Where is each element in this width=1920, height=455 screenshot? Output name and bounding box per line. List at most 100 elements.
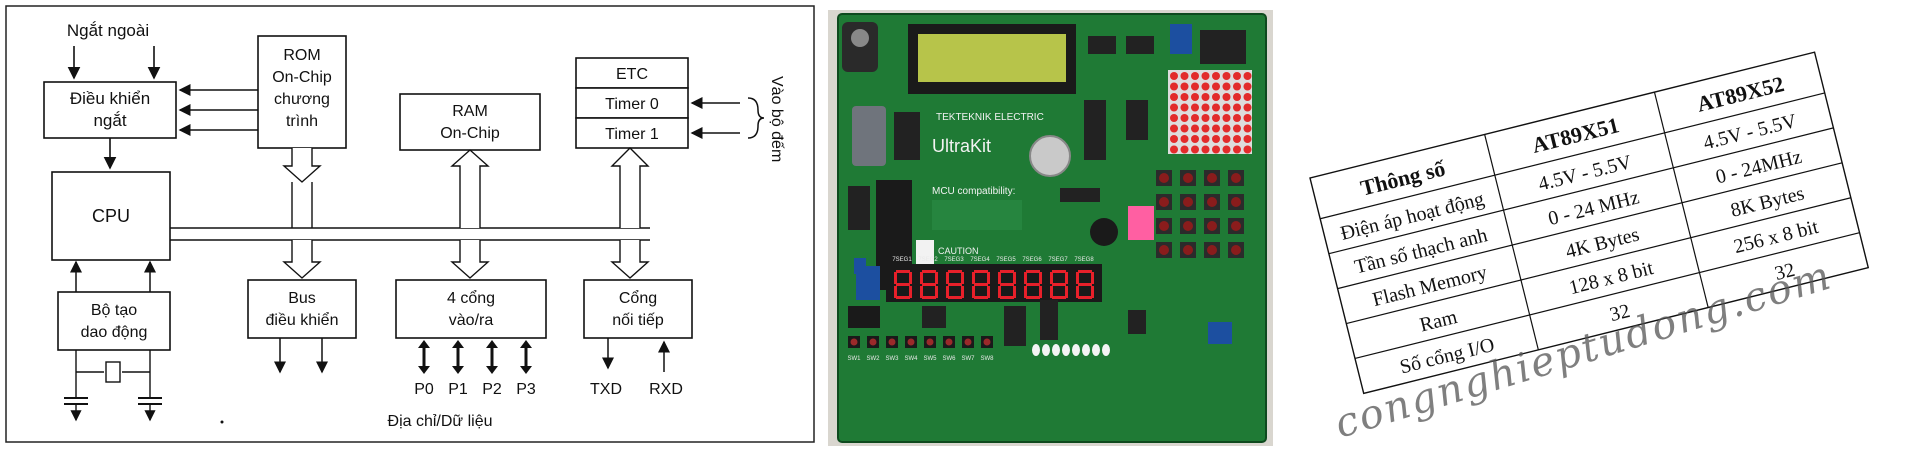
timer0-label: Timer 0 [605,96,659,113]
board-photo: TEKTEKNIK ELECTRIC UltraKit MCU compatib… [828,10,1273,446]
board-svg: TEKTEKNIK ELECTRIC UltraKit MCU compatib… [828,10,1273,446]
etc-label: ETC [616,66,648,83]
matrix-led [1181,146,1189,154]
db9-connector [852,106,886,166]
rom-label-3: chương [274,91,330,108]
matrix-led [1191,135,1199,143]
matrix-led [1233,125,1241,133]
seven-seg-segment [896,283,910,286]
matrix-led [1191,83,1199,91]
interrupt-control-label-1: Điều khiển [70,89,150,108]
matrix-led [1170,135,1178,143]
seven-seg-segment [974,270,988,273]
seven-seg-segment [972,272,975,284]
crystal-symbol [106,362,120,382]
timer1-label: Timer 1 [605,126,659,143]
cpu-label: CPU [92,206,130,226]
matrix-led [1181,93,1189,101]
board-kit-name: UltraKit [932,136,991,156]
seven-seg-segment [1000,270,1014,273]
seven-seg-segment [1050,272,1053,284]
matrix-button-cap [1207,173,1217,183]
seven-seg-segment [948,283,962,286]
seven-seg-segment [1052,296,1066,299]
led [1092,344,1100,356]
seven-seg-segment [920,286,923,298]
matrix-led [1244,125,1252,133]
spec-table-panel: Thông số AT89X51 AT89X52 Điện áp hoạt độ… [1280,0,1920,450]
txd-label: TXD [590,381,622,398]
seven-seg-segment [1026,283,1040,286]
switch-cap [927,339,934,346]
matrix-led [1170,93,1178,101]
matrix-led [1223,114,1231,122]
matrix-button-cap [1231,245,1241,255]
led [1032,344,1040,356]
switch-cap [946,339,953,346]
matrix-led [1233,135,1241,143]
seven-seg-segment [1026,296,1040,299]
seven-seg-segment [961,272,964,284]
matrix-led [1212,146,1220,154]
seven-seg-segment [972,286,975,298]
oscillator-box [58,292,170,350]
matrix-led [1212,114,1220,122]
matrix-led [1181,72,1189,80]
switch-label: SW6 [942,356,956,362]
seven-seg-label: 7SEG1 [892,257,912,263]
switch-label: SW3 [885,356,899,362]
matrix-led [1202,104,1210,112]
matrix-led [1170,146,1178,154]
seven-seg-label: 7SEG8 [1074,257,1094,263]
seven-seg-segment [974,283,988,286]
matrix-button-cap [1207,245,1217,255]
seven-seg-label: 7SEG7 [1048,257,1068,263]
matrix-button-cap [1231,197,1241,207]
matrix-led [1191,93,1199,101]
potentiometer [1208,322,1232,344]
seven-seg-segment [1052,270,1066,273]
seven-seg-segment [974,296,988,299]
matrix-button-cap [1207,197,1217,207]
matrix-led [1170,83,1178,91]
switch-label: SW5 [923,356,937,362]
matrix-led [1170,72,1178,80]
seven-seg-label: 7SEG3 [944,257,964,263]
switch-cap [965,339,972,346]
matrix-led [1202,72,1210,80]
io-port-arrows [418,340,532,374]
matrix-led [1191,114,1199,122]
led [1042,344,1050,356]
seven-seg-bank [886,264,1102,302]
matrix-led [1202,83,1210,91]
matrix-led [1233,146,1241,154]
seven-seg-segment [909,272,912,284]
ram-label-2: On-Chip [440,125,500,142]
seven-seg-segment [1024,286,1027,298]
matrix-led [1244,83,1252,91]
ram-label-1: RAM [452,103,488,120]
matrix-led [1223,72,1231,80]
seven-seg-label: 7SEG6 [1022,257,1042,263]
bus-control-label-2: điều khiển [266,311,339,329]
board-caution: CAUTION [938,246,979,256]
seven-seg-segment [1078,296,1092,299]
seven-seg-label: 7SEG2 [918,257,938,263]
matrix-led [1233,93,1241,101]
matrix-led [1223,93,1231,101]
seven-seg-segment [948,296,962,299]
seven-seg-segment [1013,272,1016,284]
matrix-led [1223,146,1231,154]
coin-battery [1030,136,1070,176]
switch-label: SW4 [904,356,918,362]
switch-cap [984,339,991,346]
seven-seg-segment [987,272,990,284]
address-data-label: Địa chỉ/Dữ liệu [388,413,493,430]
matrix-led [1212,135,1220,143]
board-mcu-label: MCU compatibility: [932,186,1015,197]
matrix-led [1191,146,1199,154]
matrix-button-cap [1207,221,1217,231]
block-diagram: Ngắt ngoài Điều khiển ngắt ROM On-Chip c… [0,0,820,450]
port-p0-label: P0 [414,381,434,398]
matrix-led [1202,125,1210,133]
